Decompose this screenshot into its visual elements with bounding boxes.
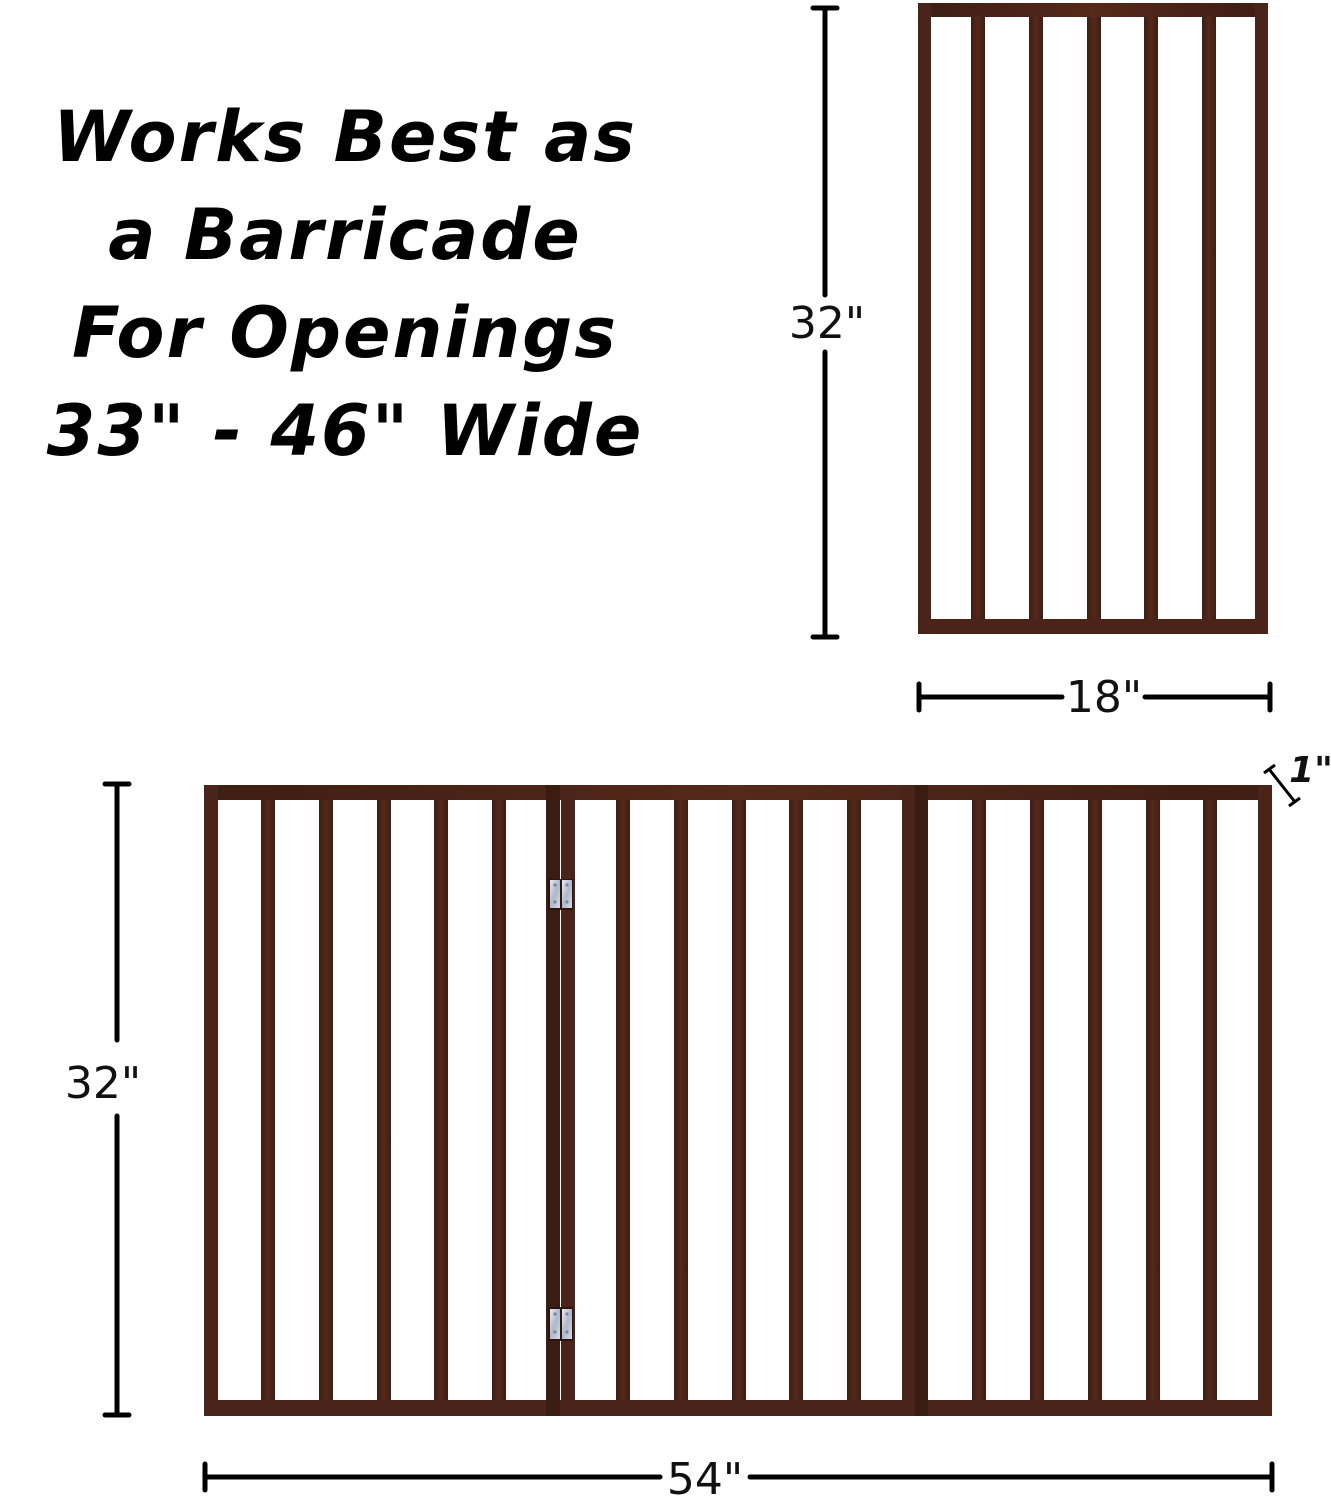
- right-stile: [1258, 785, 1272, 1416]
- headline-line-1: Works Best as: [53, 96, 637, 178]
- thickness-label: 1": [1289, 750, 1331, 791]
- right-stile: [1255, 3, 1268, 634]
- bar: [972, 800, 986, 1400]
- bar: [1030, 800, 1044, 1400]
- bar: [674, 800, 688, 1400]
- bar: [492, 800, 506, 1400]
- hinge-stile: [546, 785, 560, 1416]
- bar: [1029, 17, 1043, 619]
- bar: [1088, 800, 1102, 1400]
- left-stile: [204, 785, 218, 1416]
- bar: [847, 800, 861, 1400]
- single-panel-height-dimension: 32": [789, 5, 865, 640]
- full-gate-width-dimension: 54": [202, 1454, 1275, 1500]
- bar: [1146, 800, 1160, 1400]
- bar: [261, 800, 275, 1400]
- single-panel-height-label: 32": [789, 298, 865, 349]
- hinge-icon: [548, 1307, 573, 1341]
- thickness-dimension: 1": [1263, 750, 1331, 808]
- top-rail: [204, 785, 1272, 800]
- full-gate-height-dimension: 32": [65, 781, 141, 1418]
- bar: [1144, 17, 1158, 619]
- left-stile: [918, 3, 931, 634]
- bar: [971, 17, 985, 619]
- hinge-stile: [561, 785, 575, 1416]
- headline-line-3: For Openings: [72, 292, 618, 374]
- single-panel-width-label: 18": [1066, 672, 1142, 723]
- bar: [732, 800, 746, 1400]
- headline: Works Best as a Barricade For Openings 3…: [0, 88, 690, 480]
- bar: [1087, 17, 1101, 619]
- bar: [434, 800, 448, 1400]
- bar: [377, 800, 391, 1400]
- single-panel-width-dimension: 18": [916, 672, 1273, 723]
- headline-line-4: 33" - 46" Wide: [46, 390, 644, 472]
- hinge-icon: [548, 879, 573, 910]
- hinge-stile: [915, 785, 928, 1416]
- bar: [616, 800, 630, 1400]
- bar: [1202, 17, 1216, 619]
- bottom-rail: [204, 1400, 1272, 1416]
- full-gate: [204, 785, 1272, 1416]
- full-gate-height-label: 32": [65, 1058, 141, 1109]
- hinge-stile: [902, 785, 915, 1416]
- full-gate-width-label: 54": [667, 1454, 743, 1500]
- bar: [319, 800, 333, 1400]
- bottom-rail: [918, 619, 1268, 634]
- single-panel: [918, 3, 1268, 634]
- headline-line-2: a Barricade: [108, 194, 582, 276]
- bar: [1203, 800, 1217, 1400]
- top-rail: [918, 3, 1268, 17]
- bar: [789, 800, 803, 1400]
